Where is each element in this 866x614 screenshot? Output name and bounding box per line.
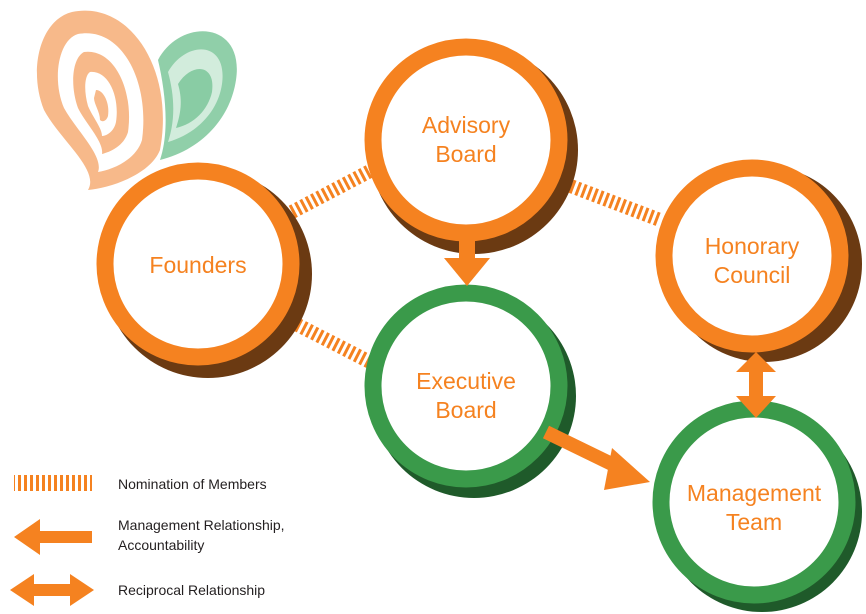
executive-board-line1: Executive [416,368,516,394]
dashed-hatch-line-icon [14,475,92,491]
node-founders: Founders [96,162,300,366]
nomination-link-founders-executive [288,315,374,369]
arrow-advisory-to-executive [444,236,490,286]
nomination-link-founders-advisory [288,163,376,219]
double-arrow-icon [10,574,94,606]
node-executive-board: Executive Board [364,284,568,488]
nomination-link-advisory-honorary [557,175,663,227]
arrow-left-icon [14,519,92,555]
node-advisory-board: Advisory Board [364,38,568,242]
advisory-board-line1: Advisory [422,112,511,138]
honorary-council-line1: Honorary [705,233,800,259]
legend-reciprocal: Reciprocal Relationship [118,582,265,598]
legend-management-line2: Accountability [118,537,204,553]
legend-management-line1: Management Relationship, [118,517,285,533]
node-management-team: Management Team [652,400,856,604]
legend: Nomination of Members Management Relatio… [10,475,285,606]
executive-board-line2: Board [435,397,496,423]
arrow-reciprocal-honorary-management [736,352,776,418]
arrow-executive-to-management [542,425,650,490]
management-team-line2: Team [726,509,782,535]
node-honorary-council: Honorary Council [655,159,849,353]
legend-nomination: Nomination of Members [118,476,267,492]
butterfly-logo [36,10,237,191]
honorary-council-line2: Council [714,262,791,288]
management-team-line1: Management [687,480,822,506]
founders-label: Founders [149,252,246,278]
advisory-board-line2: Board [435,141,496,167]
